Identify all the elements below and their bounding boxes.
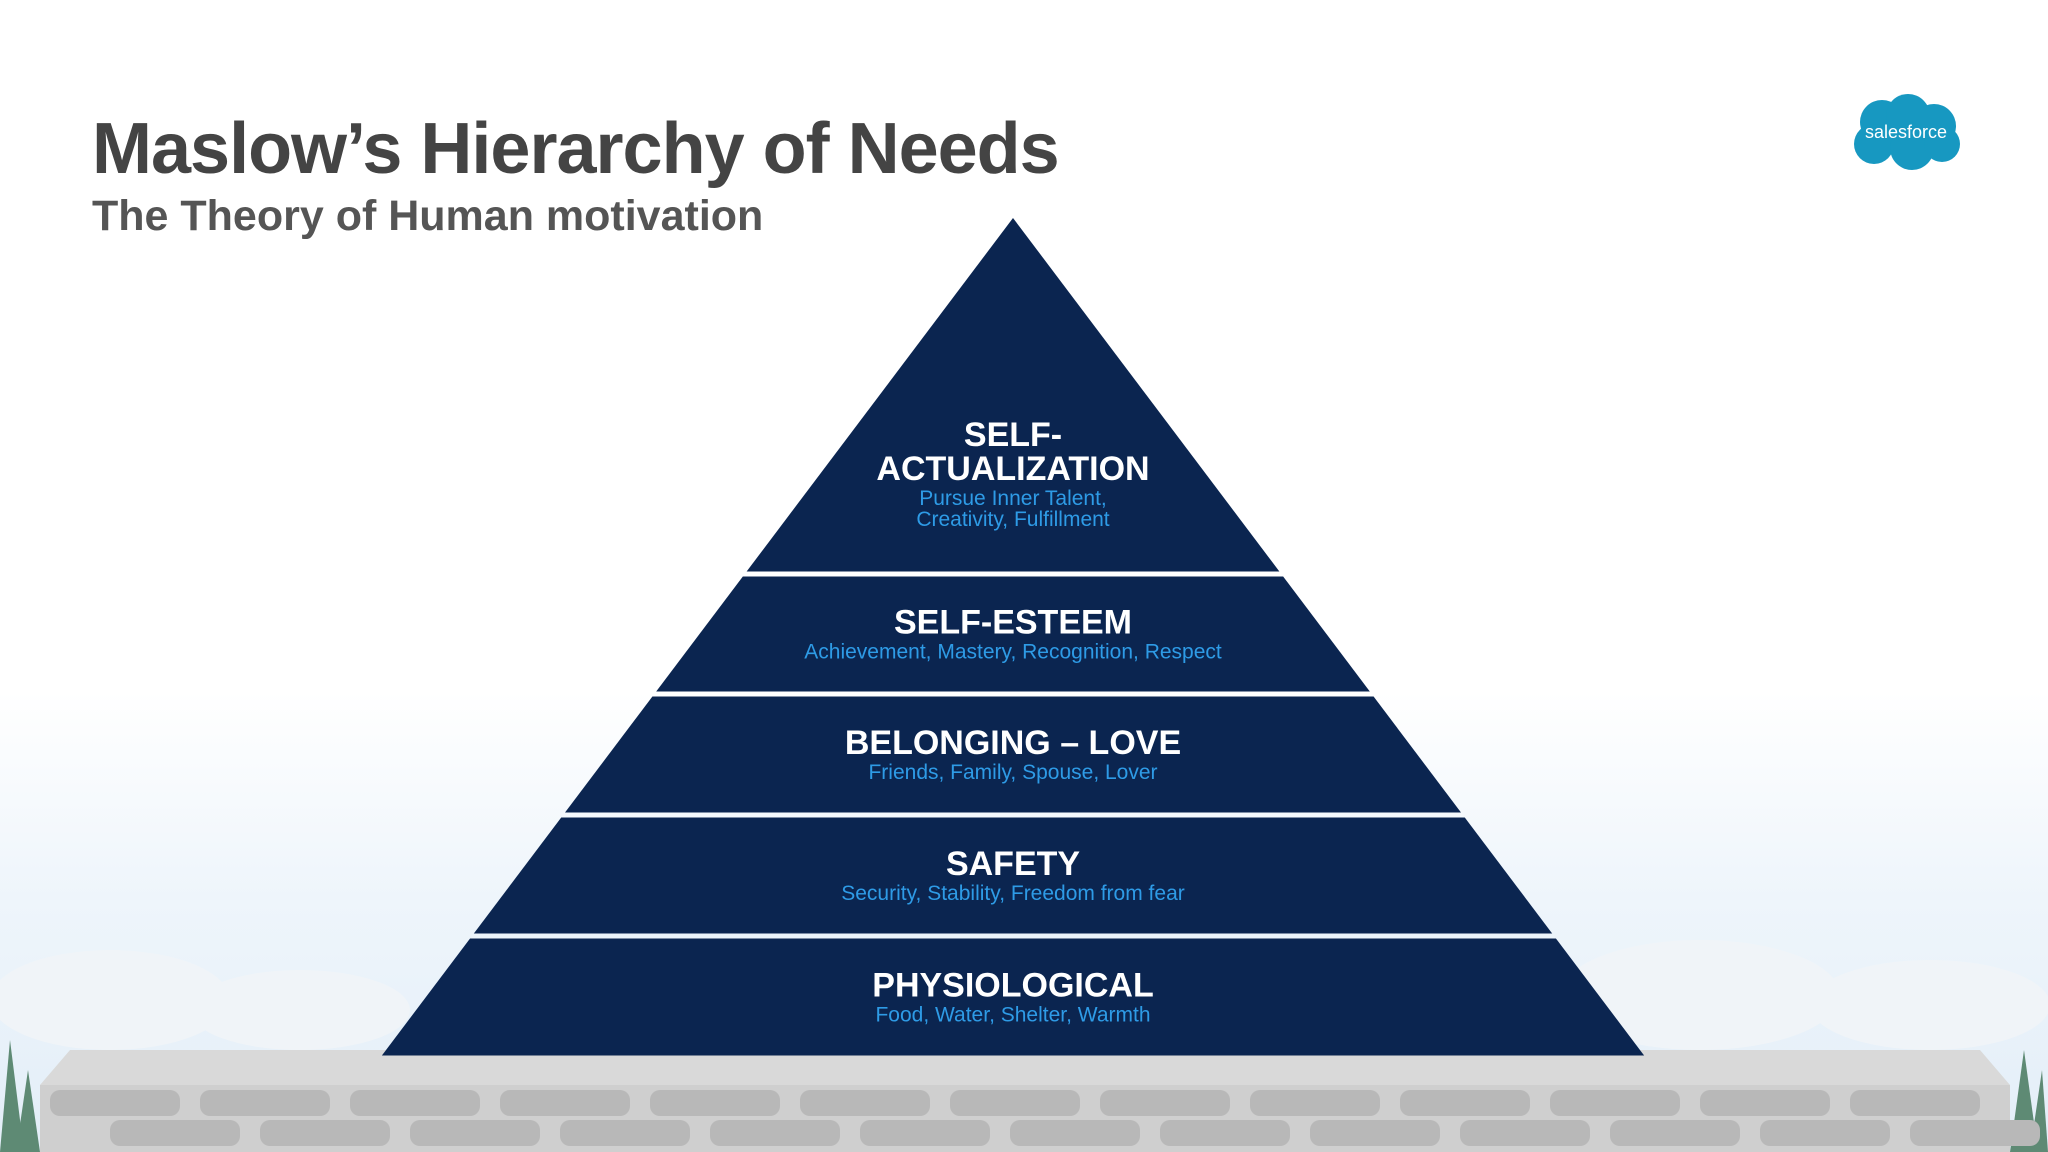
wall-stone: [650, 1090, 780, 1116]
wall-stone: [1100, 1090, 1230, 1116]
wall-stone: [1010, 1120, 1140, 1146]
pyramid-level-shape: [565, 696, 1461, 813]
wall-stone: [1760, 1120, 1890, 1146]
wall-stone: [50, 1090, 180, 1116]
wall-stone: [1400, 1090, 1530, 1116]
wall-stone: [260, 1120, 390, 1146]
level-description: Pursue Inner Talent,: [919, 487, 1107, 510]
wall-stone: [710, 1120, 840, 1146]
level-title: SELF-: [964, 416, 1062, 454]
slide-title: Maslow’s Hierarchy of Needs: [92, 109, 1060, 189]
wall-stone: [1460, 1120, 1590, 1146]
wall-stone: [350, 1090, 480, 1116]
logo-text: salesforce: [1865, 122, 1947, 142]
level-title: ACTUALIZATION: [876, 450, 1149, 488]
level-description: Achievement, Mastery, Recognition, Respe…: [804, 640, 1222, 663]
pyramid-level-shape: [656, 576, 1370, 692]
level-title: BELONGING – LOVE: [845, 724, 1181, 762]
wall-stone: [560, 1120, 690, 1146]
wall-stone: [1910, 1120, 2040, 1146]
wall-stone: [1160, 1120, 1290, 1146]
wall-stone: [1850, 1090, 1980, 1116]
wall-stone: [410, 1120, 540, 1146]
stone-wall: [40, 1050, 2040, 1152]
pyramid-level-shape: [381, 938, 1645, 1056]
wall-stone: [200, 1090, 330, 1116]
level-description: Friends, Family, Spouse, Lover: [868, 761, 1157, 784]
level-title: SELF-ESTEEM: [894, 604, 1132, 642]
cloud-decoration: [0, 940, 2048, 1050]
wall-stone: [1310, 1120, 1440, 1146]
wall-stone: [110, 1120, 240, 1146]
wall-stone: [1550, 1090, 1680, 1116]
wall-stone: [1610, 1120, 1740, 1146]
level-title: PHYSIOLOGICAL: [872, 967, 1153, 1005]
wall-stone: [950, 1090, 1080, 1116]
wall-stone: [860, 1120, 990, 1146]
wall-stone: [800, 1090, 930, 1116]
wall-stone: [1250, 1090, 1380, 1116]
level-description: Creativity, Fulfillment: [916, 508, 1109, 531]
wall-stone: [500, 1090, 630, 1116]
slide-subtitle: The Theory of Human motivation: [92, 192, 764, 240]
level-title: SAFETY: [946, 845, 1080, 883]
wall-stone: [1700, 1090, 1830, 1116]
salesforce-logo: salesforce: [1854, 94, 1960, 170]
level-description: Security, Stability, Freedom from fear: [841, 882, 1185, 905]
pyramid-level-shape: [473, 817, 1553, 934]
pyramid-level-shape: [746, 218, 1280, 572]
level-description: Food, Water, Shelter, Warmth: [875, 1003, 1150, 1026]
